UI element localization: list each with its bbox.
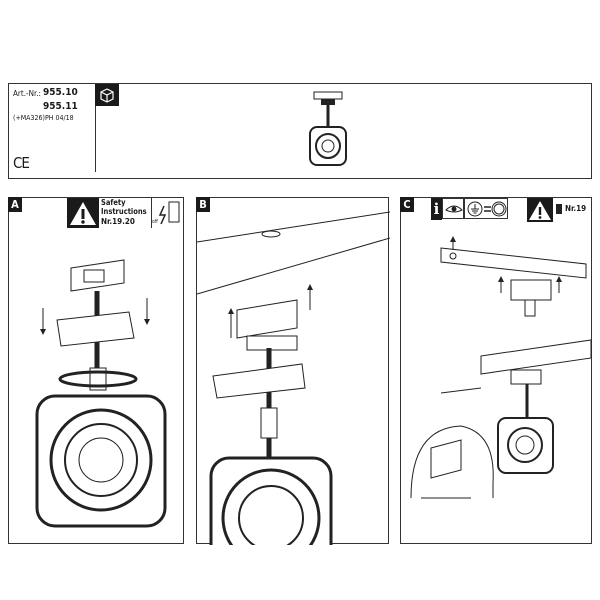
step-c-illustration bbox=[410, 204, 592, 499]
header-box: Art.-Nr.: 955.10 955.11 (+MA326)PH 04/18… bbox=[8, 83, 592, 179]
step-a-illustration bbox=[35, 201, 180, 528]
panel-c: C i Nr.19 bbox=[400, 197, 592, 544]
panel-b: B bbox=[196, 197, 390, 545]
eye-icon bbox=[442, 198, 464, 219]
safety-ref: Nr.19.20 bbox=[101, 217, 135, 226]
package-box-icon bbox=[95, 84, 119, 106]
off-label: off bbox=[152, 219, 158, 225]
safety-title: Safety bbox=[101, 198, 126, 207]
info-icon: i bbox=[431, 198, 442, 220]
header-divider bbox=[95, 106, 96, 172]
ce-mark: CE bbox=[13, 154, 30, 172]
product-illustration bbox=[309, 91, 347, 166]
safety-box: Safety Instructions Nr.19.20 bbox=[99, 198, 152, 228]
panel-label-b: B bbox=[196, 197, 210, 212]
art-label: Art.-Nr.: bbox=[13, 89, 41, 98]
safety-title-2: Instructions bbox=[101, 207, 147, 216]
ground-connection-icon bbox=[464, 198, 508, 219]
manual-ref: Nr.19 bbox=[565, 204, 587, 213]
panel-a: A Safety Instructions Nr.19.20 off bbox=[8, 197, 184, 544]
step-b-illustration bbox=[197, 211, 390, 545]
art-number-1: 955.10 bbox=[43, 87, 78, 98]
art-number-2: 955.11 bbox=[43, 101, 78, 112]
warning-icon bbox=[527, 198, 553, 222]
warning-icon bbox=[67, 198, 99, 228]
reference-code: (+MA326)PH 04/18 bbox=[13, 114, 74, 122]
panel-label-c: C bbox=[400, 197, 414, 212]
panel-label-a: A bbox=[8, 197, 22, 212]
